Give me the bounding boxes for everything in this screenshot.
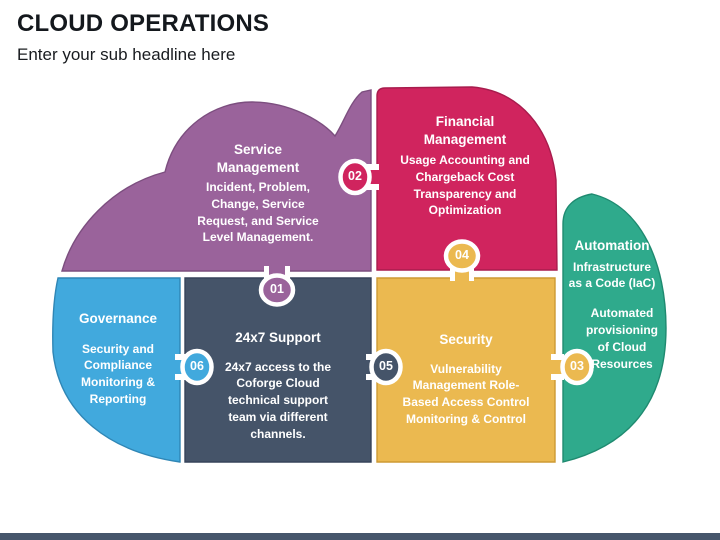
footer-bar: [0, 533, 720, 540]
slide-title: CLOUD OPERATIONS: [17, 10, 270, 37]
connector-knob-05: [363, 348, 403, 386]
puzzle-piece-automation: [562, 193, 667, 463]
security-title: Security: [439, 332, 493, 347]
security-body: Vulnerability Management Role-Based Acce…: [402, 361, 530, 426]
automation-title: Automation: [574, 238, 650, 253]
puzzle-piece-governance: [52, 277, 181, 463]
service-management-title: Service Management: [216, 142, 300, 175]
connector-knob-04: [443, 239, 481, 282]
support-block: 24x7 Support 24x7 access to the Coforge …: [216, 329, 340, 443]
automation-block: Automation Infrastructure as a Code (IaC…: [564, 237, 660, 372]
connector-knob-03: [549, 348, 594, 386]
support-title: 24x7 Support: [235, 330, 321, 345]
governance-title: Governance: [78, 311, 158, 326]
governance-body: Security and Compliance Monitoring & Rep…: [81, 341, 155, 406]
puzzle-piece-service-management: [61, 89, 372, 272]
security-block: Security Vulnerability Management Role-B…: [400, 331, 532, 428]
puzzle-piece-support: [184, 277, 372, 463]
connector-knob-06: [171, 348, 214, 386]
governance-block: Governance Security and Compliance Monit…: [72, 310, 164, 408]
financial-management-title: Financial Management: [423, 114, 507, 147]
financial-management-block: Financial Management Usage Accounting an…: [398, 113, 532, 219]
automation-body-1: Infrastructure as a Code (IaC): [568, 259, 656, 291]
connector-number-04: 04: [455, 248, 469, 262]
support-body: 24x7 access to the Coforge Cloud technic…: [224, 359, 332, 441]
connector-number-01: 01: [270, 282, 284, 296]
puzzle-piece-security: [376, 277, 556, 463]
service-management-block: Service Management Incident, Problem, Ch…: [185, 141, 331, 246]
connector-number-03: 03: [570, 359, 584, 373]
connector-knob-01: [258, 262, 296, 307]
slide-subtitle: Enter your sub headline here: [17, 45, 236, 64]
automation-body-2: Automated provisioning of Cloud Resource…: [586, 306, 658, 371]
financial-management-body: Usage Accounting and Chargeback Cost Tra…: [400, 153, 530, 218]
connector-number-02: 02: [348, 169, 362, 183]
connector-number-05: 05: [379, 359, 393, 373]
puzzle-piece-financial-management: [376, 86, 558, 271]
service-management-body: Incident, Problem, Change, Service Reque…: [197, 180, 319, 245]
connector-number-06: 06: [190, 359, 204, 373]
connector-knob-02: [338, 158, 382, 196]
